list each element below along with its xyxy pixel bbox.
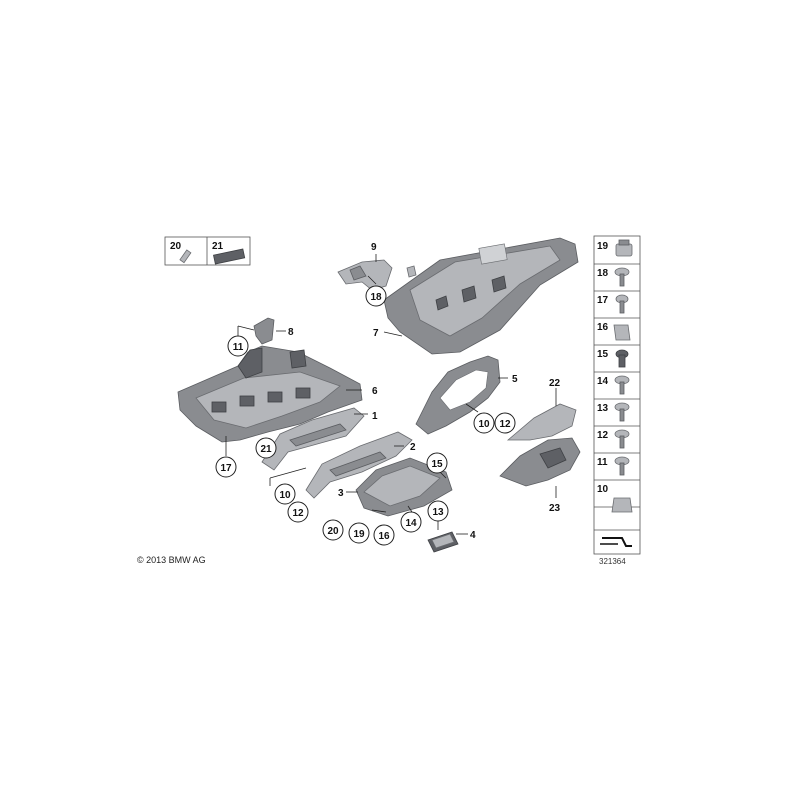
copyright-text: © 2013 BMW AG xyxy=(137,555,206,565)
callout-12-left: 12 xyxy=(292,508,304,519)
part-1-trim xyxy=(261,407,365,471)
callout-8: 8 xyxy=(288,327,294,338)
fastener-14-screw-icon xyxy=(614,375,630,395)
callout-3: 3 xyxy=(338,488,344,499)
callout-11: 11 xyxy=(233,342,244,353)
fastener-11-screw-icon xyxy=(614,456,630,476)
wiring-symbol-icon xyxy=(600,537,632,547)
diagram-number: 321364 xyxy=(599,557,626,566)
part-6-carrier xyxy=(177,345,363,443)
fastener-column: 19 18 17 16 15 14 13 12 11 10 xyxy=(593,235,641,555)
leader-lines xyxy=(225,254,557,535)
callout-6: 6 xyxy=(372,386,378,397)
part-2-trim xyxy=(305,431,413,499)
callout-20: 20 xyxy=(327,526,339,537)
fastener-label-14: 14 xyxy=(597,376,609,387)
kit-label-20: 20 xyxy=(170,241,182,252)
part-23-column-trim-lower xyxy=(499,437,581,487)
part-9-bracket xyxy=(337,259,417,291)
callout-2: 2 xyxy=(410,442,416,453)
callout-4: 4 xyxy=(470,530,476,541)
fastener-12-screw-icon xyxy=(614,429,630,449)
callout-circle-17 xyxy=(215,456,237,478)
callout-19: 19 xyxy=(353,529,365,540)
fastener-18-screw-icon xyxy=(614,267,630,287)
fastener-label-10: 10 xyxy=(597,484,609,495)
fastener-16-clip-icon xyxy=(613,324,631,341)
callout-10-left: 10 xyxy=(279,490,291,501)
fastener-19-nut-icon xyxy=(615,239,633,257)
callout-circle-12-right xyxy=(494,412,516,434)
callout-circle-13 xyxy=(427,500,449,522)
fastener-label-17: 17 xyxy=(597,295,609,306)
callout-7: 7 xyxy=(373,328,379,339)
part-22-column-trim-upper xyxy=(506,403,577,441)
kit-box: 20 21 xyxy=(164,236,251,266)
fastener-15-plug-icon xyxy=(615,349,629,368)
part-20-cable-tie xyxy=(179,249,192,264)
callout-circle-15 xyxy=(426,452,448,474)
fastener-17-screw-icon xyxy=(615,294,629,314)
callout-12-right: 12 xyxy=(499,419,511,430)
fastener-label-18: 18 xyxy=(597,268,609,279)
callout-circle-16 xyxy=(373,524,395,546)
callout-circle-12-left xyxy=(287,501,309,523)
callout-1: 1 xyxy=(372,411,378,422)
part-8-bracket xyxy=(253,317,275,345)
part-4-handle xyxy=(427,531,459,553)
part-5-frame xyxy=(415,355,501,435)
part-7-trim-panel xyxy=(383,237,579,355)
fastener-label-11: 11 xyxy=(597,457,608,468)
callout-22: 22 xyxy=(549,378,561,389)
callout-15: 15 xyxy=(431,459,443,470)
fastener-label-15: 15 xyxy=(597,349,609,360)
fastener-label-12: 12 xyxy=(597,430,609,441)
callout-13: 13 xyxy=(432,507,444,518)
callout-circle-19 xyxy=(348,522,370,544)
fastener-label-16: 16 xyxy=(597,322,609,333)
callout-17: 17 xyxy=(220,463,232,474)
part-3-glovebox xyxy=(355,457,453,517)
callout-circle-21 xyxy=(255,437,277,459)
fastener-label-13: 13 xyxy=(597,403,609,414)
callout-16: 16 xyxy=(378,531,390,542)
callout-10-right: 10 xyxy=(478,419,490,430)
callout-5: 5 xyxy=(512,374,518,385)
callout-circle-11 xyxy=(227,335,249,357)
callout-circle-14 xyxy=(400,511,422,533)
callout-circle-10-right xyxy=(473,412,495,434)
callout-14: 14 xyxy=(405,518,417,529)
part-21-foam-pad xyxy=(213,248,246,265)
callout-23: 23 xyxy=(549,503,561,514)
callout-9: 9 xyxy=(371,242,377,253)
fastener-10-nut-icon xyxy=(611,497,633,513)
callout-circle-18 xyxy=(365,285,387,307)
callout-18: 18 xyxy=(370,292,382,303)
callout-circle-20 xyxy=(322,519,344,541)
callout-circle-10-left xyxy=(274,483,296,505)
fastener-13-screw-icon xyxy=(614,402,630,422)
callout-21: 21 xyxy=(260,444,272,455)
kit-label-21: 21 xyxy=(212,241,224,252)
fastener-label-19: 19 xyxy=(597,241,609,252)
